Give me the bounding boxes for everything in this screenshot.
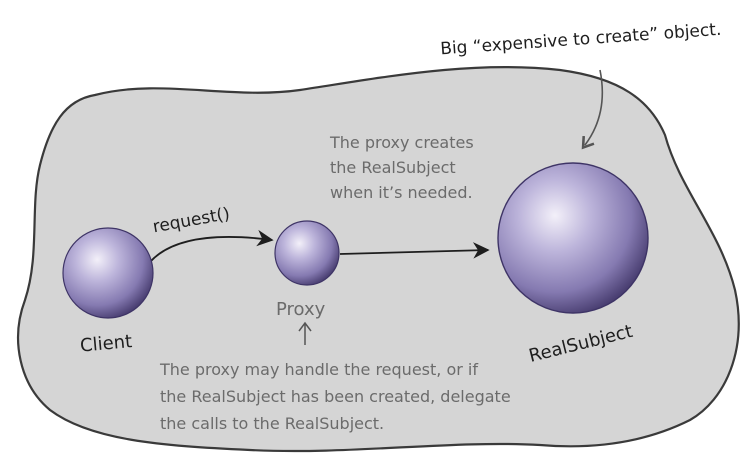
note-bottom-line-1: The proxy may handle the request, or if (159, 360, 478, 379)
callout-arrow (581, 69, 604, 150)
client-sphere (62, 227, 154, 319)
arrow-client-to-proxy (149, 229, 274, 263)
proxy-note-arrow (298, 321, 312, 345)
note-proxy-creates-line-1: The proxy creates (329, 133, 474, 152)
proxy-sphere (274, 220, 340, 286)
callout-expensive-object: Big “expensive to create” object. (440, 20, 722, 60)
arrow-proxy-to-realsubject (339, 242, 490, 259)
realsubject-sphere (497, 162, 649, 314)
client-label: Client (79, 331, 133, 356)
note-bottom-line-2: the RealSubject has been created, delega… (160, 387, 511, 406)
background-blob (17, 66, 740, 453)
note-proxy-handles: The proxy may handle the request, or if … (159, 360, 516, 433)
note-proxy-creates: The proxy creates the RealSubject when i… (329, 133, 479, 202)
note-proxy-creates-line-3: when it’s needed. (330, 183, 473, 202)
note-proxy-creates-line-2: the RealSubject (330, 158, 456, 177)
note-bottom-line-3: the calls to the RealSubject. (160, 414, 384, 433)
proxy-label: Proxy (276, 299, 326, 320)
